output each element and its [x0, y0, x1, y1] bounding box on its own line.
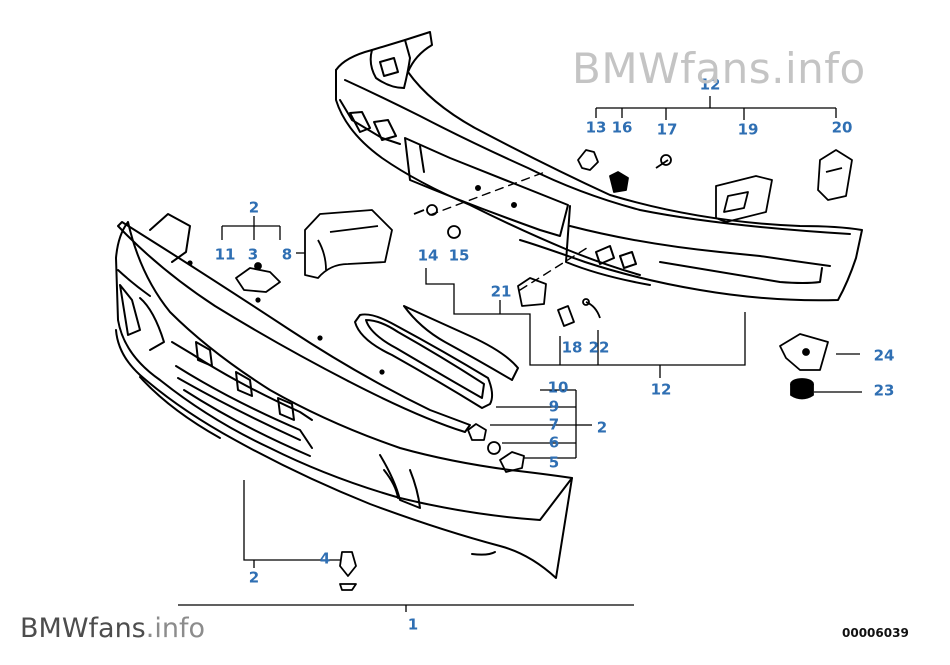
leader-lines [178, 96, 862, 612]
callout-c20: 20 [832, 119, 853, 137]
callout-c5: 5 [549, 454, 559, 472]
callout-c17: 17 [657, 121, 678, 139]
callout-c21: 21 [491, 283, 512, 301]
callout-c10: 10 [548, 379, 569, 397]
callout-c2a: 2 [249, 199, 259, 217]
watermark-ext-bottom: .info [145, 613, 205, 644]
callout-c2c: 2 [249, 569, 259, 587]
drawing-number: 00006039 [842, 626, 909, 640]
callout-c19: 19 [738, 121, 759, 139]
lower-bumper-drawing [115, 213, 573, 579]
callout-c16: 16 [612, 119, 633, 137]
callout-c12b: 12 [651, 381, 672, 399]
callout-c11: 11 [215, 246, 236, 264]
watermark-brand: BMWfans [572, 44, 772, 93]
watermark-bottom: BMWfans.info [20, 613, 205, 644]
callout-c2b: 2 [597, 419, 607, 437]
callout-c1: 1 [408, 616, 418, 634]
callout-c9: 9 [549, 398, 559, 416]
callout-c4: 4 [320, 550, 330, 568]
callout-c13: 13 [586, 119, 607, 137]
callout-c3: 3 [248, 246, 258, 264]
callout-c24: 24 [874, 347, 895, 365]
watermark-brand-bottom: BMWfans [20, 613, 146, 644]
callout-c6: 6 [549, 434, 559, 452]
callout-c7: 7 [549, 416, 559, 434]
callout-c8: 8 [282, 246, 292, 264]
watermark-top: BMWfans.info [572, 44, 866, 93]
small-parts-drawing [235, 149, 853, 591]
callout-c22: 22 [589, 339, 610, 357]
callout-c18: 18 [562, 339, 583, 357]
watermark-ext: .info [771, 44, 866, 93]
callout-c12a: 12 [700, 76, 721, 94]
callout-c15: 15 [449, 247, 470, 265]
callout-c23: 23 [874, 382, 895, 400]
upper-bumper-drawing [335, 31, 863, 302]
callout-c14: 14 [418, 247, 439, 265]
